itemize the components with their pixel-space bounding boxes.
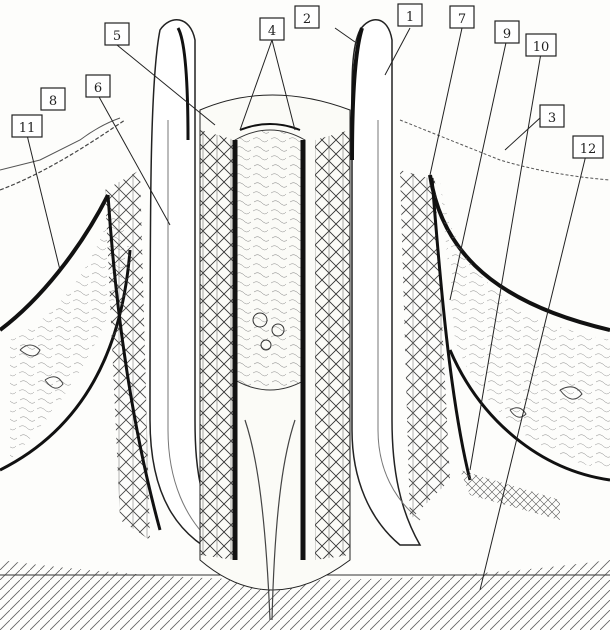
callout-1: 1 [398, 4, 422, 26]
callout-12: 12 [573, 136, 603, 158]
callout-3: 3 [540, 105, 564, 127]
svg-text:8: 8 [49, 94, 57, 109]
svg-text:2: 2 [303, 12, 311, 27]
svg-text:1: 1 [406, 10, 414, 25]
callout-2: 2 [295, 6, 319, 28]
svg-text:4: 4 [268, 24, 276, 39]
callout-8: 8 [41, 88, 65, 110]
svg-text:7: 7 [458, 12, 466, 27]
callout-7: 7 [450, 6, 474, 28]
svg-text:11: 11 [19, 121, 36, 136]
callout-4: 4 [260, 18, 284, 40]
callout-9: 9 [495, 21, 519, 43]
svg-text:12: 12 [580, 142, 597, 157]
svg-text:10: 10 [533, 40, 550, 55]
interdental-septum [200, 95, 350, 620]
callout-10: 10 [526, 34, 556, 56]
svg-text:9: 9 [503, 27, 511, 42]
svg-text:5: 5 [113, 29, 121, 44]
svg-text:3: 3 [548, 111, 556, 126]
svg-text:6: 6 [94, 81, 102, 96]
callout-5: 5 [105, 23, 129, 45]
callout-11: 11 [12, 115, 42, 137]
callout-6: 6 [86, 75, 110, 97]
